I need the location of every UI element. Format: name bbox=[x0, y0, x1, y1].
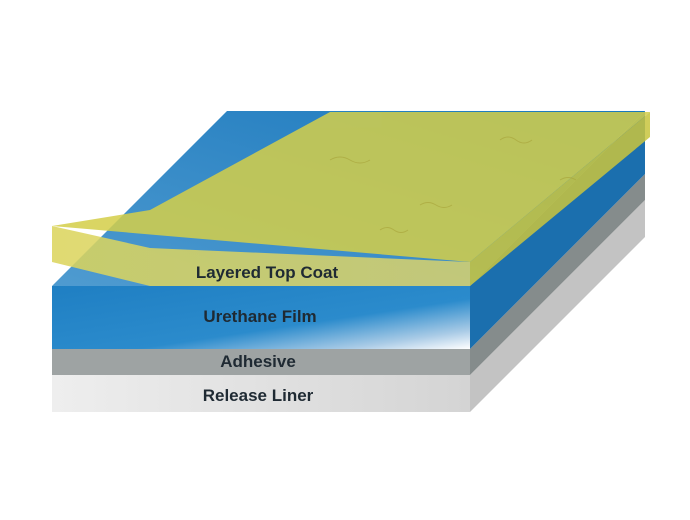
top-coat-layer bbox=[52, 112, 650, 286]
top-coat-right-side bbox=[470, 112, 650, 286]
adhesive-front bbox=[52, 349, 470, 375]
adhesive-layer bbox=[52, 174, 645, 375]
release-liner-right-side bbox=[470, 200, 645, 412]
label-release-liner: Release Liner bbox=[203, 386, 314, 405]
adhesive-right-side bbox=[470, 174, 645, 375]
top-coat-top-face bbox=[52, 112, 650, 262]
release-liner-layer bbox=[52, 200, 645, 412]
label-layered-top-coat: Layered Top Coat bbox=[196, 263, 339, 282]
urethane-front bbox=[52, 286, 470, 349]
label-urethane-film: Urethane Film bbox=[203, 307, 316, 326]
top-coat-texture bbox=[329, 136, 577, 233]
release-liner-front bbox=[52, 375, 470, 412]
label-adhesive: Adhesive bbox=[220, 352, 296, 371]
top-coat-front bbox=[52, 226, 470, 286]
